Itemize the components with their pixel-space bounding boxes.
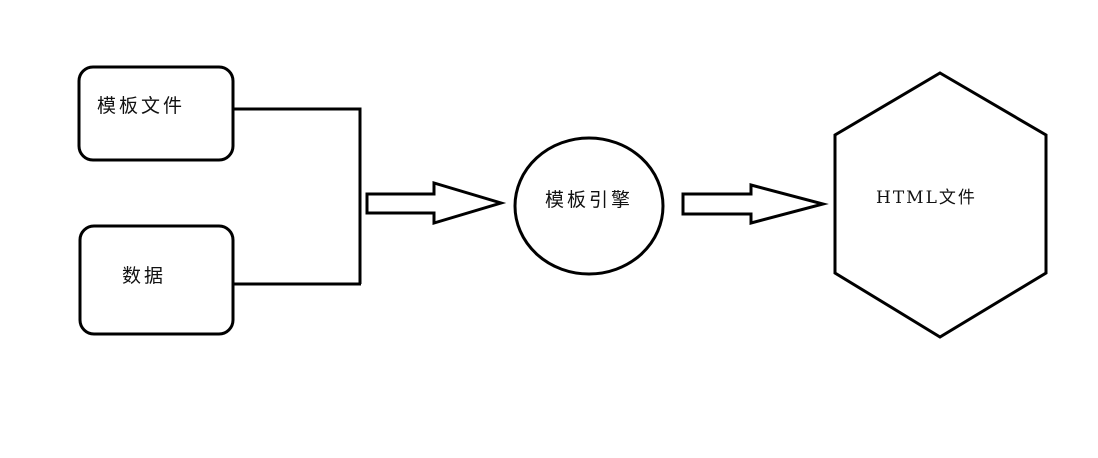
input-to-engine-arrow [365, 180, 507, 226]
data-box [78, 224, 235, 336]
data-label: 数据 [122, 265, 166, 287]
engine-to-html-arrow [681, 183, 829, 225]
template-file-label: 模板文件 [97, 95, 185, 117]
template-file-connector [233, 107, 362, 284]
template-engine-circle [513, 136, 665, 276]
template-engine-label: 模板引擎 [545, 189, 633, 211]
html-file-label: HTML文件 [876, 188, 977, 208]
template-file-box [77, 65, 235, 162]
html-file-hexagon [833, 71, 1048, 339]
